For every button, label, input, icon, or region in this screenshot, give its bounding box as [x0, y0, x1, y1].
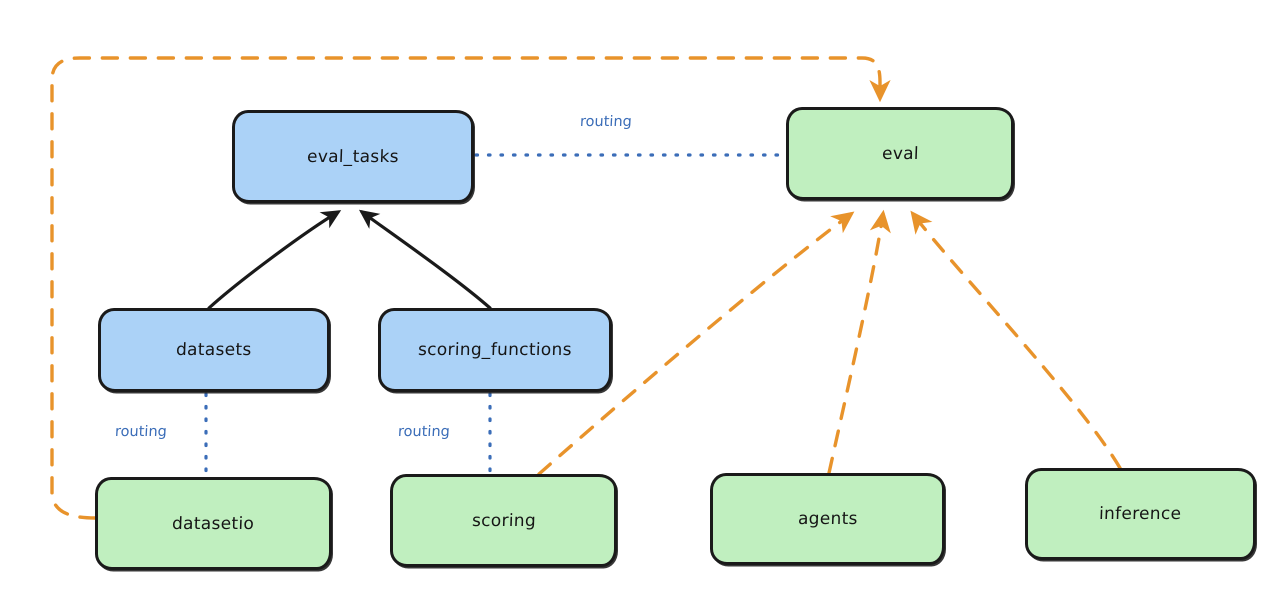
- node-scoring-functions[interactable]: scoring_functions: [378, 308, 612, 392]
- node-label: agents: [797, 509, 858, 529]
- node-label: eval_tasks: [306, 146, 400, 167]
- edge-label-routing-datasets-datasetio: routing: [112, 424, 170, 440]
- node-datasets[interactable]: datasets: [98, 308, 330, 392]
- node-inference[interactable]: inference: [1025, 468, 1256, 560]
- edge-datasets-to-eval_tasks: [207, 210, 342, 310]
- edge-label-routing-eval-tasks-eval: routing: [577, 114, 635, 130]
- node-scoring[interactable]: scoring: [390, 474, 617, 567]
- node-label: scoring_functions: [417, 340, 573, 360]
- edge-label-routing-scoring-functions-scoring: routing: [395, 424, 453, 440]
- node-label: datasets: [175, 340, 253, 360]
- node-label: eval: [881, 143, 919, 164]
- node-eval[interactable]: eval: [786, 107, 1014, 200]
- edge-inference-to-eval: [910, 210, 1122, 470]
- node-label: inference: [1098, 504, 1182, 524]
- node-label: scoring: [471, 510, 536, 531]
- edge-agents-to-eval: [827, 209, 891, 475]
- node-eval-tasks[interactable]: eval_tasks: [232, 110, 474, 203]
- node-agents[interactable]: agents: [710, 473, 945, 565]
- edge-scoring_functions-to-eval_tasks: [358, 209, 492, 310]
- node-label: datasetio: [172, 513, 255, 534]
- node-datasetio[interactable]: datasetio: [95, 477, 332, 570]
